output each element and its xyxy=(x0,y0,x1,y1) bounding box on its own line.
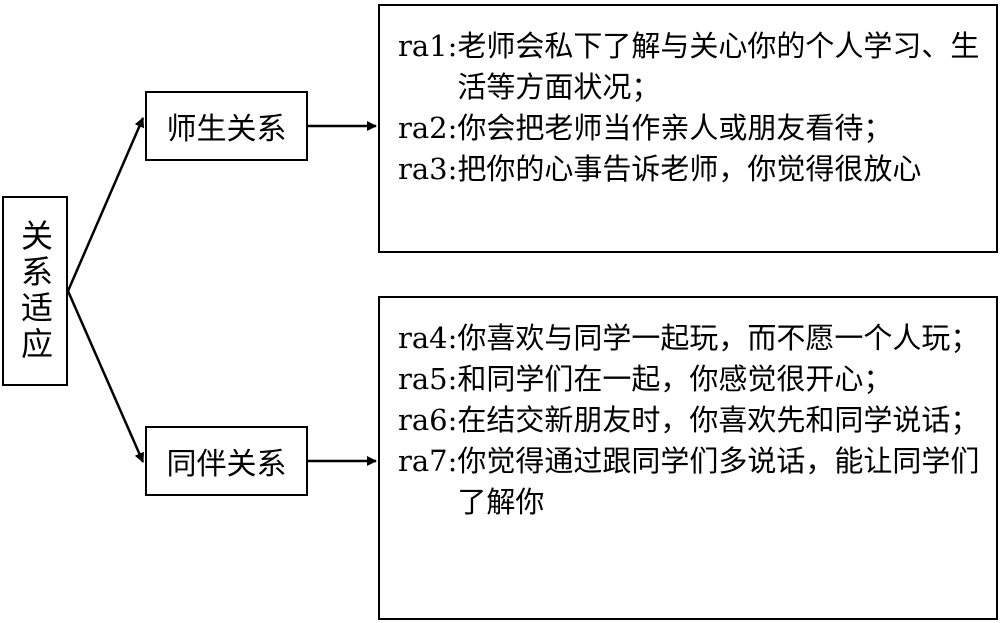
detail-item: ra4: 你喜欢与同学一起玩，而不愿一个人玩； xyxy=(398,318,984,359)
item-code: ra2: xyxy=(398,111,458,145)
detail-item: ra7: 你觉得通过跟同学们多说话，能让同学们了解你 xyxy=(398,441,984,523)
root-node-label: 关系适应 xyxy=(16,219,54,363)
node-teacher-student-relation: 师生关系 xyxy=(145,91,308,161)
item-text: 你会把老师当作亲人或朋友看待； xyxy=(457,111,893,145)
node-label: 同伴关系 xyxy=(166,447,287,482)
item-text: 你喜欢与同学一起玩，而不愿一个人玩； xyxy=(457,321,980,355)
item-text: 和同学们在一起，你感觉很开心； xyxy=(457,362,893,396)
detail-item: ra5: 和同学们在一起，你感觉很开心； xyxy=(398,359,984,400)
detail-item: ra1: 老师会私下了解与关心你的个人学习、生活等方面状况； xyxy=(398,26,984,108)
root-node: 关系适应 xyxy=(2,196,68,386)
item-text: 在结交新朋友时，你喜欢先和同学说话； xyxy=(457,403,980,437)
detail-box-peer: ra4: 你喜欢与同学一起玩，而不愿一个人玩； ra5: 和同学们在一起，你感觉… xyxy=(378,296,998,620)
item-code: ra7: xyxy=(398,444,458,478)
item-code: ra6: xyxy=(398,403,458,437)
node-peer-relation: 同伴关系 xyxy=(145,426,308,496)
arrow-root-to-teacher-student xyxy=(66,117,145,292)
item-text: 你觉得通过跟同学们多说话，能让同学们了解你 xyxy=(457,444,980,519)
item-text: 把你的心事告诉老师，你觉得很放心 xyxy=(457,152,922,186)
item-text: 老师会私下了解与关心你的个人学习、生活等方面状况； xyxy=(457,29,980,104)
item-code: ra4: xyxy=(398,321,458,355)
detail-box-teacher-student: ra1: 老师会私下了解与关心你的个人学习、生活等方面状况； ra2: 你会把老… xyxy=(378,4,998,253)
node-label: 师生关系 xyxy=(166,112,287,147)
item-code: ra3: xyxy=(398,152,458,186)
item-code: ra5: xyxy=(398,362,458,396)
detail-item: ra2: 你会把老师当作亲人或朋友看待； xyxy=(398,108,984,149)
arrow-root-to-peer xyxy=(66,290,145,463)
detail-item: ra3: 把你的心事告诉老师，你觉得很放心 xyxy=(398,149,984,190)
detail-item: ra6: 在结交新朋友时，你喜欢先和同学说话； xyxy=(398,400,984,441)
item-code: ra1: xyxy=(398,29,458,63)
